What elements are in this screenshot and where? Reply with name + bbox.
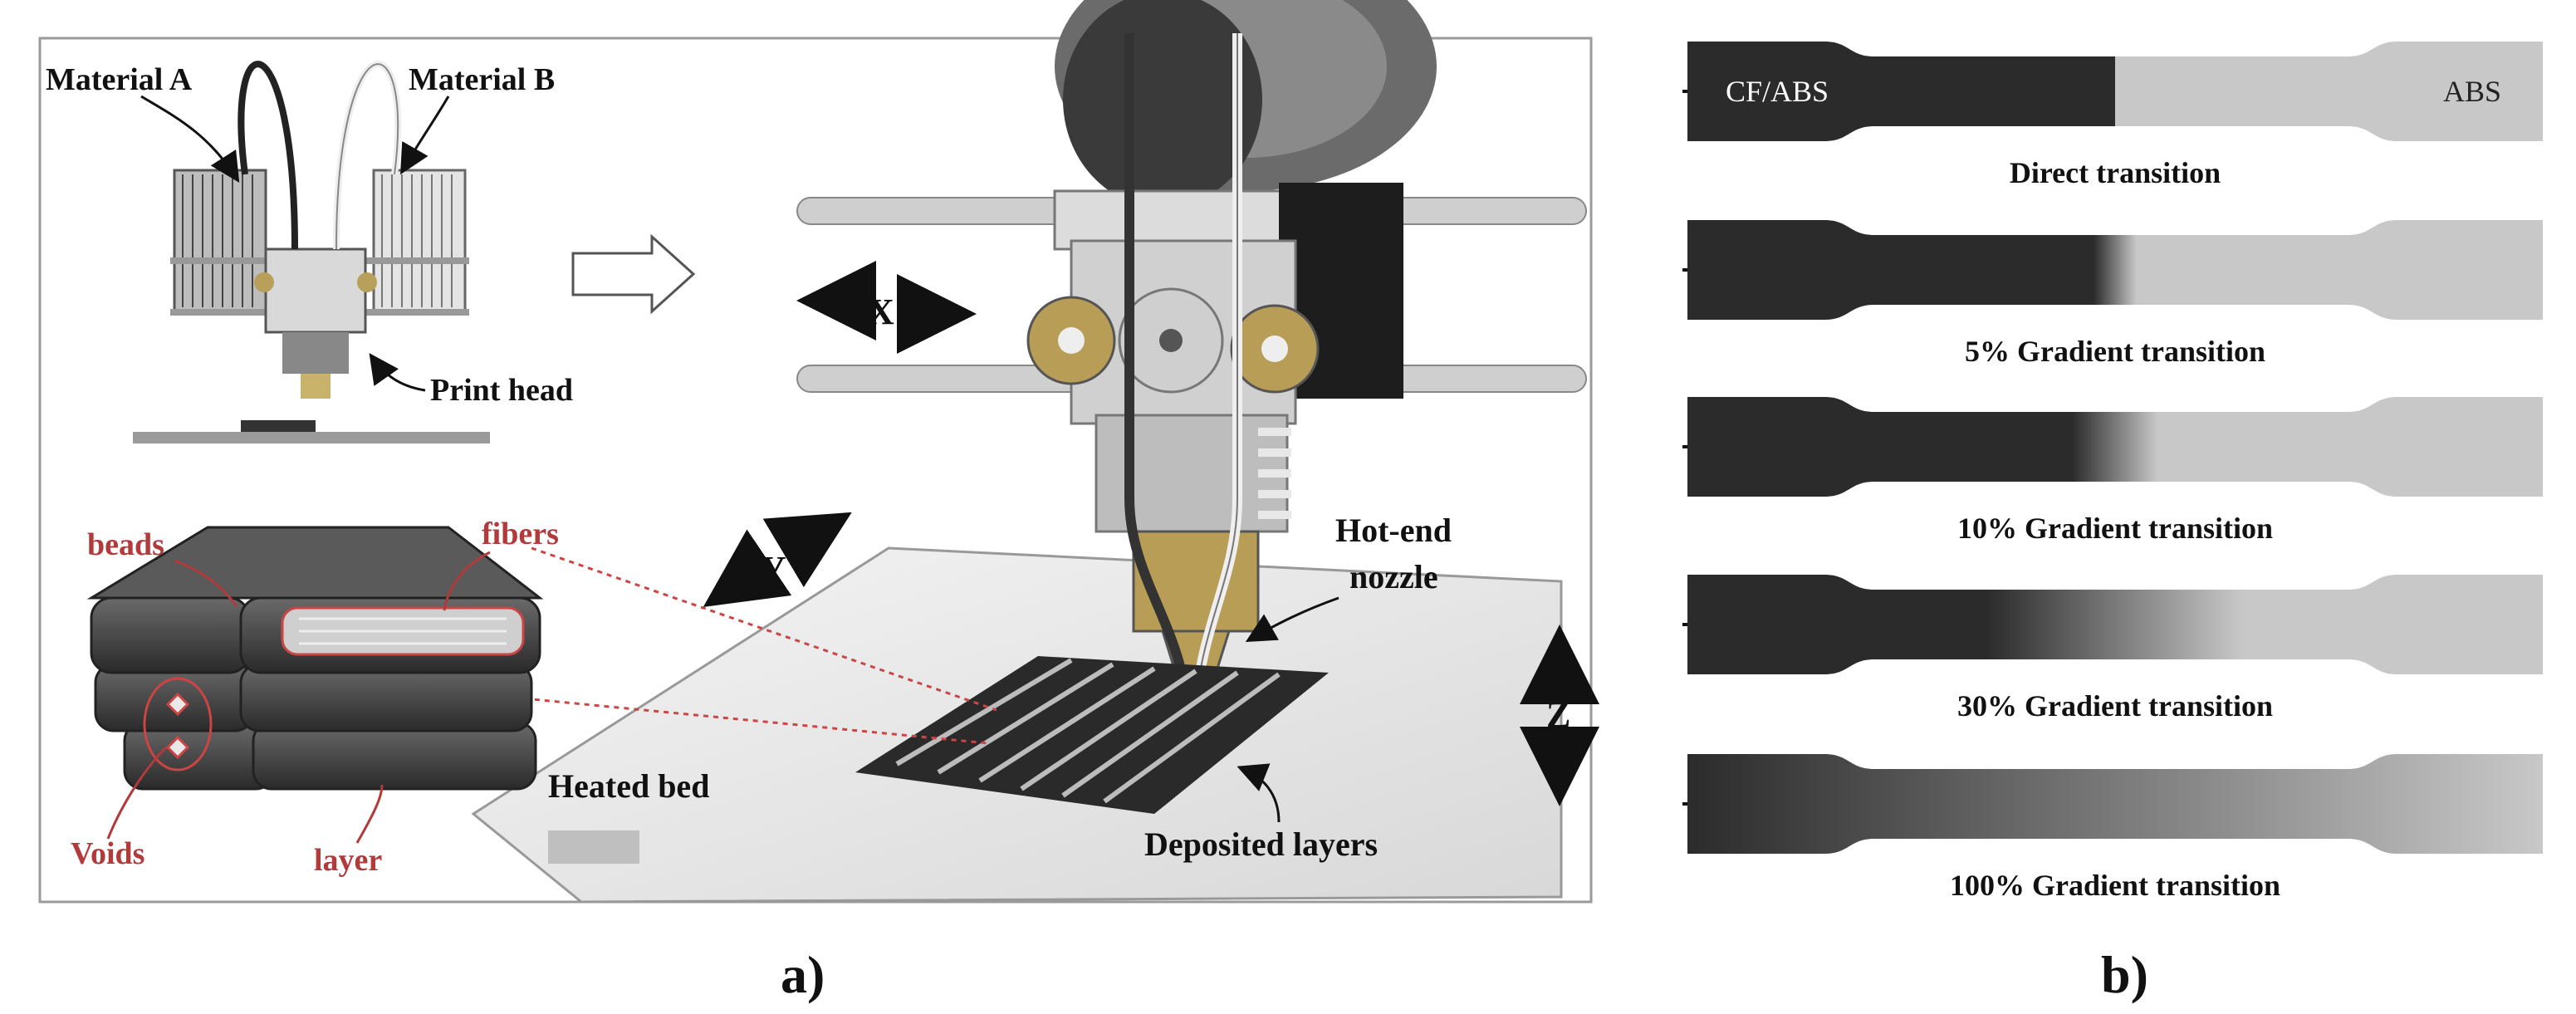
bead-top-row	[90, 596, 541, 674]
specimen-caption: 100% Gradient transition	[1950, 869, 2280, 902]
y-axis-label: Y	[760, 549, 786, 590]
specimen-tick	[1682, 268, 1687, 272]
bead-bottom-row	[123, 721, 537, 791]
fibers-arrow	[443, 551, 491, 611]
fibers-label: fibers	[482, 517, 559, 551]
print-head-arrow	[369, 353, 426, 392]
x-axis-label: X	[868, 291, 894, 332]
zoomed-print-head-illustration	[471, 0, 1587, 904]
voids-arrow	[106, 746, 168, 840]
specimen-tick	[1682, 445, 1687, 448]
z-axis-indicator: Z	[1520, 625, 1599, 806]
z-axis-label: Z	[1546, 694, 1570, 735]
panel-b-label: b)	[2101, 945, 2148, 1004]
layer-arrow	[355, 784, 384, 844]
bead-cross-section-illustration	[86, 526, 544, 791]
specimen-bar	[1687, 42, 2543, 141]
specimen-caption: 10% Gradient transition	[1957, 512, 2273, 545]
right-material-label: ABS	[2443, 75, 2501, 108]
layer-label: layer	[314, 843, 382, 878]
panel-a: Material A Material B Print head	[38, 0, 1599, 1004]
specimen-caption: Direct transition	[2010, 156, 2221, 189]
nozzle-arrow	[1245, 596, 1339, 642]
beads-arrow	[174, 559, 238, 607]
specimens-group: Direct transition CF/ABS ABS 5% Gradient tr…	[1682, 42, 2543, 902]
void-marker	[165, 692, 190, 717]
deposited-layers-label: Deposited layers	[1144, 825, 1378, 863]
specimen-tick	[1682, 802, 1687, 806]
left-material-label: CF/ABS	[1726, 75, 1829, 108]
printer-overview-illustration	[133, 61, 490, 443]
material-b-label: Material B	[409, 62, 555, 97]
y-axis-indicator: Y	[703, 512, 852, 607]
specimen-tick	[1682, 90, 1687, 93]
nozzle-label: nozzle	[1349, 558, 1438, 595]
beads-label: beads	[87, 527, 164, 562]
zoom-arrow-icon	[571, 233, 696, 315]
material-b-arrow	[400, 96, 450, 175]
specimen-caption: 30% Gradient transition	[1957, 689, 2273, 723]
panel-a-label: a)	[781, 945, 825, 1004]
void-marker	[165, 735, 190, 760]
deposited-layers-arrow	[1237, 763, 1281, 823]
x-axis-indicator: X	[796, 261, 977, 354]
bead-middle-row	[94, 663, 533, 732]
specimen-caption: 5% Gradient transition	[1965, 335, 2265, 368]
specimen-tick	[1682, 623, 1687, 626]
hot-end-label: Hot-end	[1335, 512, 1452, 549]
material-a-arrow	[140, 95, 240, 184]
specimen-bar	[1687, 754, 2543, 854]
specimen-bar	[1687, 220, 2543, 320]
voids-label: Voids	[71, 836, 144, 871]
heated-bed-label: Heated bed	[548, 767, 709, 805]
material-a-label: Material A	[46, 62, 193, 97]
panel-b: Direct transition CF/ABS ABS 5% Gradient tr…	[1682, 42, 2543, 1004]
specimen-bar	[1687, 575, 2543, 674]
print-head-label: Print head	[430, 373, 573, 408]
specimen-bar	[1687, 397, 2543, 497]
